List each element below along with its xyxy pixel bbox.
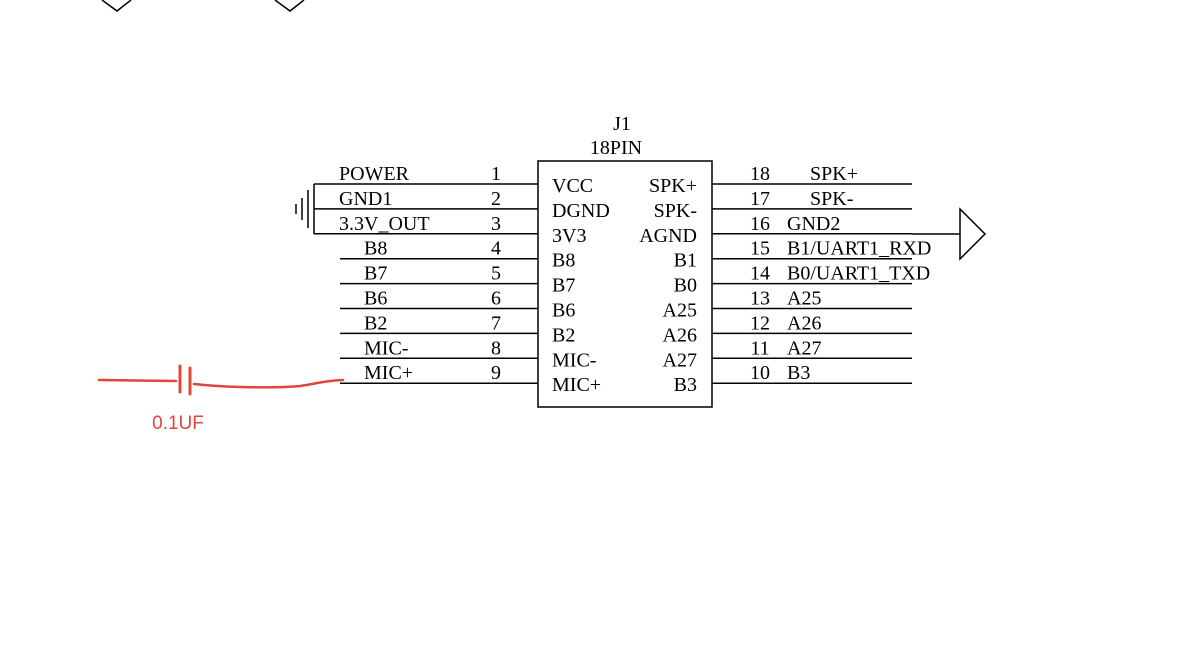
pin-net-label: 3.3V_OUT — [339, 213, 430, 235]
pin-inner-label: B2 — [552, 324, 575, 346]
pin-number: 17 — [750, 188, 770, 210]
pin-number: 16 — [750, 213, 770, 235]
pin-net-label: POWER — [339, 163, 410, 185]
pin-inner-label: B8 — [552, 250, 575, 272]
pin-net-label: B2 — [364, 312, 387, 334]
pin-inner-label: SPK+ — [649, 175, 697, 197]
pin-number: 11 — [750, 337, 769, 359]
pin-inner-label: AGND — [639, 225, 697, 247]
pin-number: 3 — [491, 213, 501, 235]
pin-net-label: SPK+ — [810, 163, 858, 185]
pin-net-label: B8 — [364, 238, 387, 260]
offscreen-symbol-right — [274, 0, 305, 12]
left-pin[interactable]: 3.3V_OUT 3 3V3 — [314, 213, 586, 247]
pin-net-label: B1/UART1_RXD — [787, 238, 931, 260]
pin-inner-label: 3V3 — [552, 225, 586, 247]
pin-inner-label: A26 — [663, 324, 697, 346]
pin-number: 7 — [491, 312, 501, 334]
pin-net-label: B7 — [364, 263, 387, 285]
pin-number: 5 — [491, 263, 501, 285]
pin-number: 12 — [750, 312, 770, 334]
pin-number: 15 — [750, 238, 770, 260]
pin-net-label: GND1 — [339, 188, 392, 210]
pin-number: 18 — [750, 163, 770, 185]
pin-inner-label: A27 — [663, 349, 697, 371]
capacitor-icon — [178, 364, 192, 396]
pin-number: 9 — [491, 362, 501, 384]
capacitor-lead-left — [97, 378, 178, 383]
pin-inner-label: VCC — [552, 175, 593, 197]
component-value: 18PIN — [590, 137, 642, 159]
pin-number: 10 — [750, 362, 770, 384]
pin-net-label: A26 — [787, 312, 821, 334]
offscreen-symbol-left — [101, 0, 132, 12]
pin-inner-label: B1 — [674, 250, 697, 272]
pin-inner-label: B3 — [674, 374, 697, 396]
pin-number: 13 — [750, 288, 770, 310]
ground-icon — [295, 184, 315, 234]
pin-inner-label: MIC- — [552, 349, 596, 371]
capacitor-value-label: 0.1UF — [152, 413, 204, 434]
pin-net-label: GND2 — [787, 213, 840, 235]
right-pin[interactable]: 14 B0/UART1_TXD B0 — [674, 263, 931, 297]
pin-number: 4 — [491, 238, 501, 260]
pin-inner-label: B7 — [552, 275, 575, 297]
pin-net-label: MIC- — [364, 337, 408, 359]
component-designator: J1 — [613, 113, 631, 135]
flag-arrow-icon — [912, 207, 987, 261]
pin-number: 2 — [491, 188, 501, 210]
pin-number: 8 — [491, 337, 501, 359]
pin-net-label: B3 — [787, 362, 810, 384]
pin-net-label: B0/UART1_TXD — [787, 263, 930, 285]
capacitor-annotation: 0.1UF — [97, 364, 345, 434]
pin-net-label: B6 — [364, 288, 387, 310]
pin-inner-label: B0 — [674, 275, 697, 297]
pin-net-label: A27 — [787, 337, 821, 359]
pin-net-label: SPK- — [810, 188, 853, 210]
right-pin[interactable]: 15 B1/UART1_RXD B1 — [674, 238, 932, 272]
pin-inner-label: B6 — [552, 300, 575, 322]
pin-net-label: A25 — [787, 288, 821, 310]
pin-net-label: MIC+ — [364, 362, 413, 384]
capacitor-lead-right — [192, 378, 345, 389]
pin-inner-label: MIC+ — [552, 374, 601, 396]
pin-inner-label: SPK- — [654, 200, 697, 222]
pin-inner-label: A25 — [663, 300, 697, 322]
pin-inner-label: DGND — [552, 200, 610, 222]
pin-number: 14 — [750, 263, 770, 285]
pin-number: 1 — [491, 163, 501, 185]
pin-number: 6 — [491, 288, 501, 310]
